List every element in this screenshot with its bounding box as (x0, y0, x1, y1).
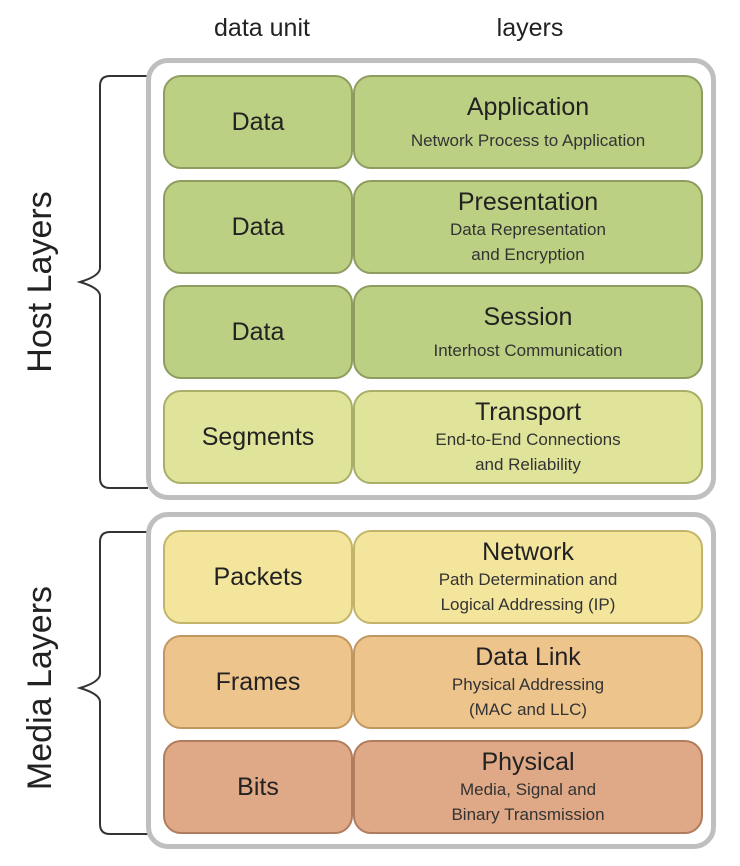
media-layers-bracket (76, 531, 148, 835)
transport-name: Transport (474, 398, 582, 426)
physical-layer: Physical Media, Signal and Binary Transm… (353, 740, 703, 834)
network-layer: Network Path Determination and Logical A… (353, 530, 703, 624)
data-link-desc: Physical Addressing (MAC and LLC) (451, 675, 605, 719)
application-layer: Application Network Process to Applicati… (353, 75, 703, 169)
data-link-layer: Data Link Physical Addressing (MAC and L… (353, 635, 703, 729)
media-layers-label: Media Layers (21, 585, 59, 791)
transport-layer: Transport End-to-End Connections and Rel… (353, 390, 703, 484)
network-data-unit: Packets (163, 530, 353, 624)
physical-name: Physical (481, 748, 575, 776)
host-layers-label: Host Layers (21, 191, 59, 373)
data-link-data-unit: Frames (163, 635, 353, 729)
session-desc: Interhost Communication (433, 340, 623, 360)
session-layer: Session Interhost Communication (353, 285, 703, 379)
transport-desc: End-to-End Connections and Reliability (435, 430, 621, 474)
presentation-name: Presentation (457, 188, 599, 216)
physical-data-unit: Bits (163, 740, 353, 834)
application-desc: Network Process to Application (410, 130, 646, 150)
presentation-data-unit: Data (163, 180, 353, 274)
host-layers-bracket (76, 75, 148, 489)
network-name: Network (482, 538, 574, 566)
transport-data-unit: Segments (163, 390, 353, 484)
session-name: Session (483, 302, 573, 331)
network-desc: Path Determination and Logical Addressin… (438, 570, 618, 614)
physical-desc: Media, Signal and Binary Transmission (451, 780, 605, 824)
application-name: Application (466, 92, 590, 121)
data-unit-header: data unit (214, 14, 310, 42)
presentation-desc: Data Representation and Encryption (450, 220, 606, 264)
layers-header: layers (496, 14, 564, 42)
session-data-unit: Data (163, 285, 353, 379)
data-link-name: Data Link (475, 643, 581, 671)
presentation-layer: Presentation Data Representation and Enc… (353, 180, 703, 274)
application-data-unit: Data (163, 75, 353, 169)
